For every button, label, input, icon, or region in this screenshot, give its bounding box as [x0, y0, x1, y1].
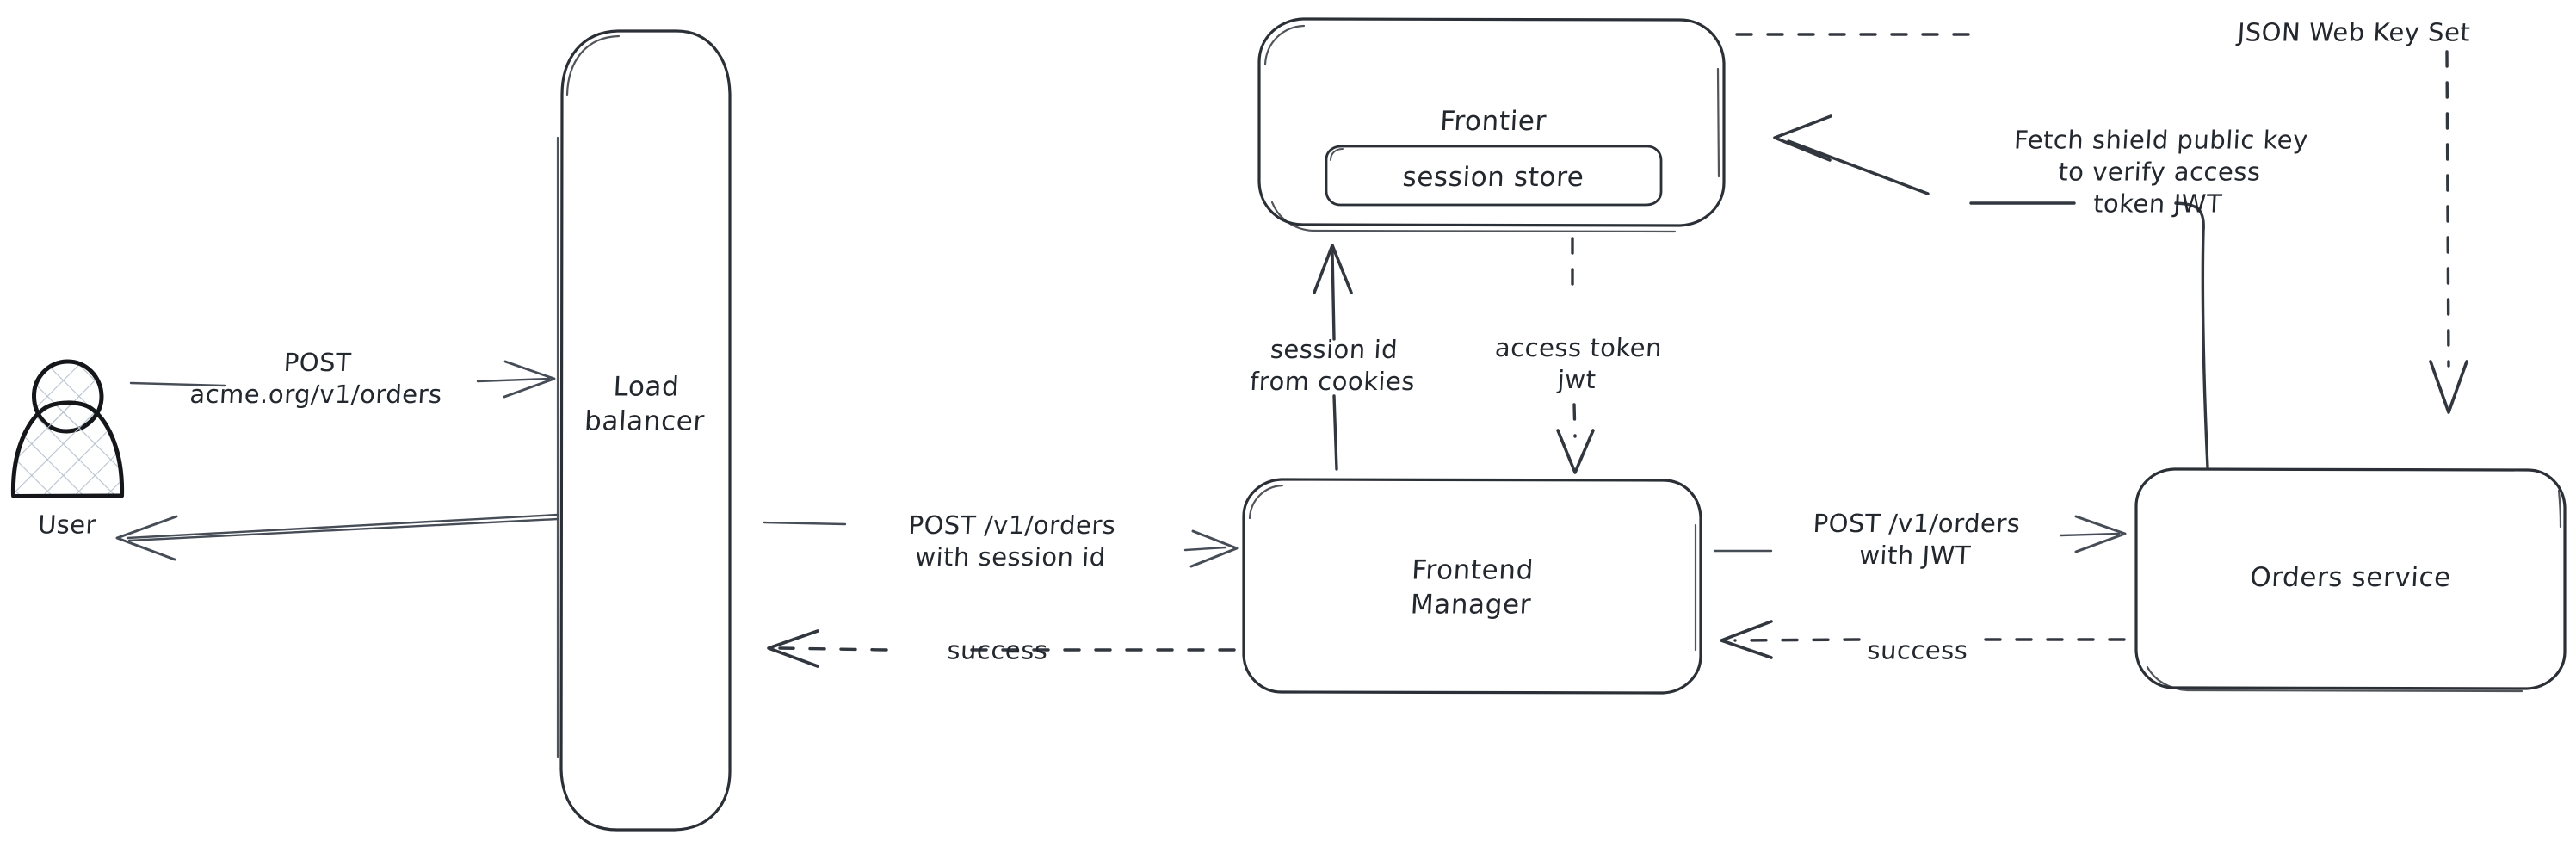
edge-label-post-v1-orders-jwt: POST /v1/orders with JWT — [1812, 508, 2022, 570]
node-orders-service-shape[interactable] — [2134, 467, 2567, 693]
edge-load-balancer-to-frontend — [763, 521, 1239, 568]
node-frontend-manager-shape[interactable] — [1242, 478, 1702, 695]
user-actor-icon — [10, 359, 125, 498]
edge-frontier-to-orders — [1735, 33, 2468, 414]
node-frontier-label: Frontier — [1439, 106, 1547, 138]
edge-label-success-orders: success — [1866, 635, 1969, 665]
edge-label-access-token-jwt: access token jwt — [1494, 332, 1663, 394]
edge-frontend-to-load-balancer — [767, 629, 1236, 668]
node-frontend-manager-label: Frontend Manager — [1410, 554, 1535, 620]
edge-label-fetch-shield-public-key: Fetch shield public key to verify access… — [2013, 125, 2309, 219]
node-session-store-label: session store — [1401, 162, 1585, 194]
edge-user-to-load-balancer — [129, 360, 556, 399]
node-session-store-shape[interactable] — [1325, 145, 1663, 207]
edge-label-post-v1-orders-session-id: POST /v1/orders with session id — [907, 510, 1117, 572]
edge-load-balancer-to-user — [115, 513, 559, 561]
node-orders-service-label: Orders service — [2249, 562, 2452, 594]
edge-label-json-web-key-set: JSON Web Key Set — [2236, 17, 2472, 47]
edge-label-post-acme-orders: POST acme.org/v1/orders — [188, 347, 443, 409]
edge-label-success-load-balancer: success — [946, 635, 1049, 665]
edge-orders-to-frontend — [1720, 620, 2126, 659]
edge-frontier-to-frontend — [1556, 237, 1595, 474]
edge-label-session-id-from-cookies: session id from cookies — [1249, 334, 1416, 396]
node-load-balancer-label: Load balancer — [584, 371, 706, 436]
user-label: User — [37, 510, 97, 540]
edge-frontend-to-orders — [1713, 515, 2127, 553]
node-load-balancer-shape[interactable] — [556, 29, 732, 832]
edge-orders-to-frontier — [1773, 114, 2209, 469]
edge-frontend-to-frontier — [1313, 244, 1353, 471]
